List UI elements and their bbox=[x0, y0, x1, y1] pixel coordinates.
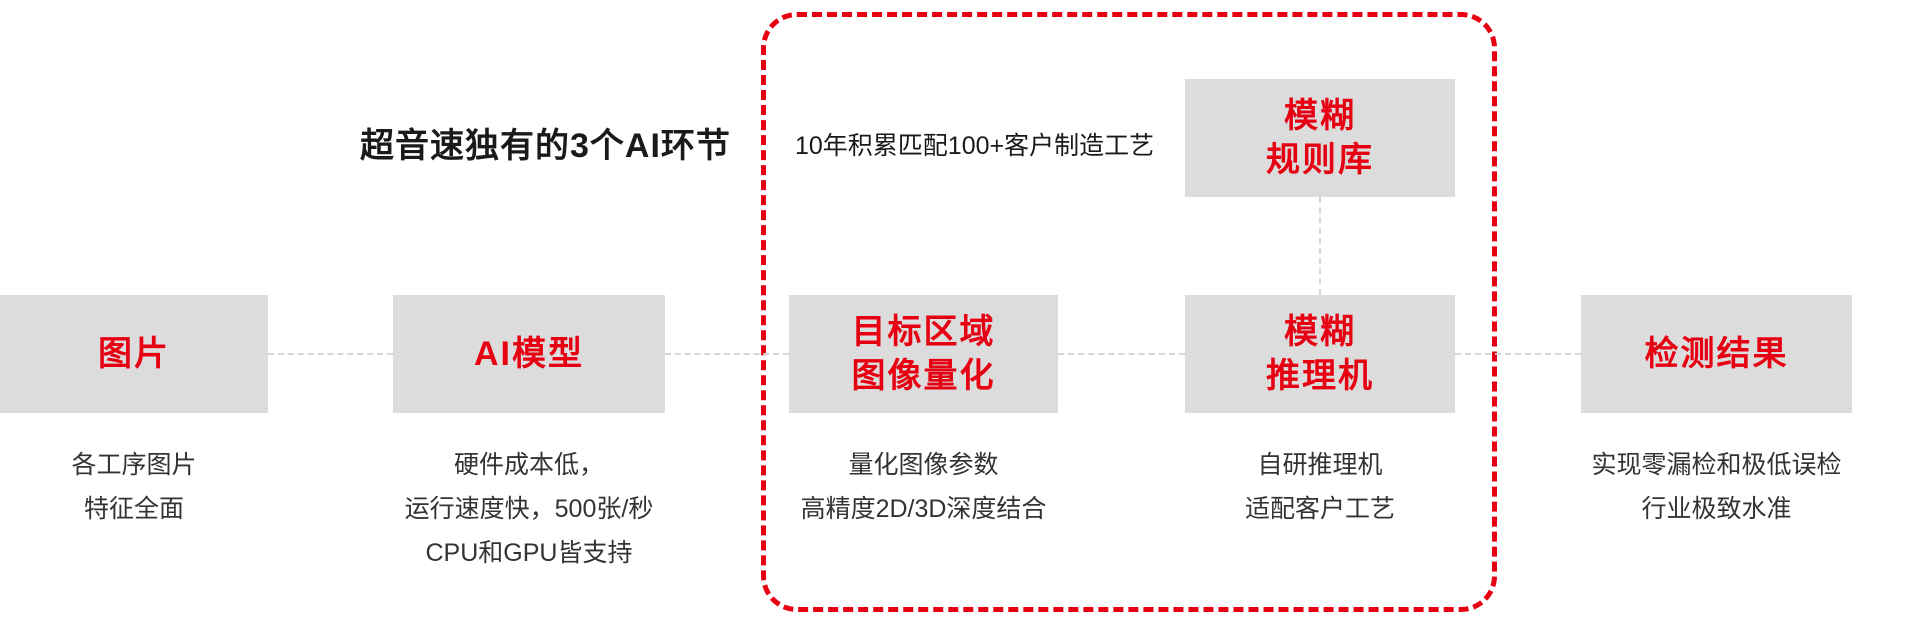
connector-quantization-to-inference bbox=[1058, 353, 1185, 355]
node-fuzzy-inference-engine: 模糊 推理机 自研推理机 适配客户工艺 bbox=[1185, 295, 1455, 531]
node-label-line: 检测结果 bbox=[1644, 335, 1789, 373]
description-line: 自研推理机 bbox=[1257, 451, 1383, 479]
connector-rulebase-to-inference bbox=[1319, 197, 1321, 295]
ai-steps-dashed-frame bbox=[761, 12, 1497, 612]
node-label-line: 模糊 bbox=[1284, 313, 1356, 351]
description-line: 适配客户工艺 bbox=[1244, 495, 1395, 523]
node-label-line: 目标区域 bbox=[851, 313, 996, 351]
node-target-region-quantization: 目标区域 图像量化 量化图像参数 高精度2D/3D深度结合 bbox=[789, 295, 1058, 531]
node-label-line: AI模型 bbox=[474, 335, 584, 373]
description-line: 运行速度快，500张/秒 bbox=[404, 495, 654, 523]
node-description: 实现零漏检和极低误检 行业极致水准 bbox=[1591, 443, 1841, 531]
description-line: 量化图像参数 bbox=[848, 451, 999, 479]
node-label-line: 模糊 bbox=[1284, 97, 1356, 135]
node-box: 检测结果 bbox=[1581, 295, 1852, 413]
node-description: 硬件成本低， 运行速度快，500张/秒 CPU和GPU皆支持 bbox=[405, 443, 654, 575]
node-ai-model: AI模型 硬件成本低， 运行速度快，500张/秒 CPU和GPU皆支持 bbox=[393, 295, 665, 575]
node-image: 图片 各工序图片 特征全面 bbox=[0, 295, 268, 531]
diagram-title: 超音速独有的3个AI环节 bbox=[360, 127, 731, 165]
connector-inference-to-result bbox=[1455, 353, 1581, 355]
node-label-line: 图像量化 bbox=[851, 357, 996, 395]
node-fuzzy-rule-base: 模糊 规则库 bbox=[1185, 79, 1455, 197]
node-description: 量化图像参数 高精度2D/3D深度结合 bbox=[801, 443, 1047, 531]
description-line: 各工序图片 bbox=[71, 451, 197, 479]
node-box: 模糊 推理机 bbox=[1185, 295, 1455, 413]
description-line: 特征全面 bbox=[83, 495, 184, 523]
description-line: CPU和GPU皆支持 bbox=[425, 539, 633, 567]
node-box: 图片 bbox=[0, 295, 268, 413]
node-box: 目标区域 图像量化 bbox=[789, 295, 1058, 413]
description-line: 高精度2D/3D深度结合 bbox=[800, 495, 1047, 523]
node-box: AI模型 bbox=[393, 295, 665, 413]
frame-annotation: 10年积累匹配100+客户制造工艺 bbox=[795, 132, 1155, 160]
node-detection-result: 检测结果 实现零漏检和极低误检 行业极致水准 bbox=[1581, 295, 1852, 531]
connector-image-to-aimodel bbox=[268, 353, 393, 355]
description-line: 行业极致水准 bbox=[1641, 495, 1792, 523]
node-label-line: 规则库 bbox=[1266, 141, 1374, 179]
description-line: 实现零漏检和极低误检 bbox=[1591, 451, 1842, 479]
node-label-line: 图片 bbox=[98, 335, 170, 373]
node-description: 自研推理机 适配客户工艺 bbox=[1245, 443, 1395, 531]
connector-aimodel-to-quantization bbox=[665, 353, 789, 355]
node-description: 各工序图片 特征全面 bbox=[71, 443, 196, 531]
node-label-line: 推理机 bbox=[1266, 357, 1374, 395]
description-line: 硬件成本低， bbox=[453, 451, 604, 479]
